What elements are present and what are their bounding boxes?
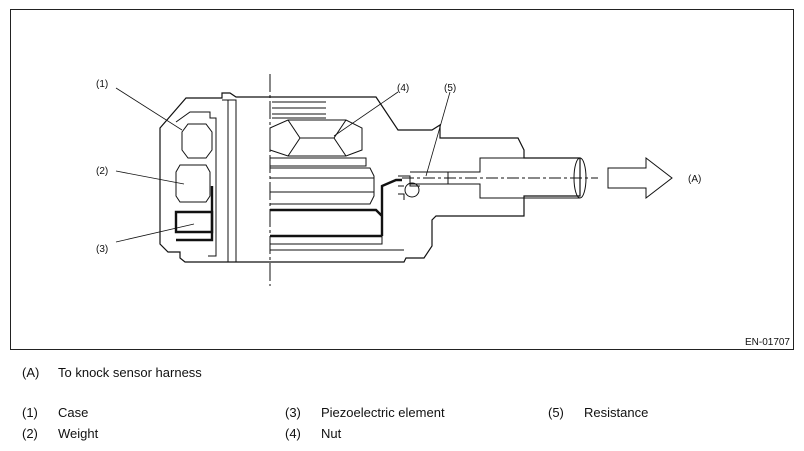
callout-1-label: (1) <box>96 79 108 90</box>
direction-arrow <box>607 156 673 200</box>
legend-letter-row: (A) To knock sensor harness <box>0 365 804 381</box>
legend-key-a: (A) <box>22 365 40 380</box>
legend-number-row-2: (2) Weight (4) Nut <box>0 426 804 442</box>
legend-key-4: (4) <box>285 426 301 441</box>
piezo-lead <box>176 186 214 242</box>
callout-2-label: (2) <box>96 166 108 177</box>
stud-threads <box>272 101 326 119</box>
resistance-element <box>398 175 420 200</box>
callout-a-label: (A) <box>688 174 701 185</box>
callout-5-label: (5) <box>444 83 456 94</box>
nut <box>269 119 363 157</box>
callout-4-label: (4) <box>397 83 409 94</box>
signal-conductor <box>270 178 402 238</box>
piezoelectric-element <box>174 210 214 234</box>
case-inner-wall <box>175 111 217 257</box>
leader-lines <box>115 87 451 243</box>
legend-key-2: (2) <box>22 426 38 441</box>
legend-text-1: Case <box>58 405 89 420</box>
diagram-frame <box>10 9 794 350</box>
center-stud <box>222 99 237 262</box>
legend-text-3: Piezoelectric element <box>321 405 445 420</box>
legend-text-4: Nut <box>321 426 342 441</box>
weight-block <box>175 164 211 203</box>
callout-3-label: (3) <box>96 244 108 255</box>
weight-top-nut <box>181 123 213 159</box>
legend-text-a: To knock sensor harness <box>58 365 202 380</box>
legend-key-3: (3) <box>285 405 301 420</box>
legend-text-5: Resistance <box>584 405 649 420</box>
legend-text-2: Weight <box>58 426 99 441</box>
legend-key-5: (5) <box>548 405 564 420</box>
figure-code: EN-01707 <box>745 337 790 348</box>
legend-number-row-1: (1) Case (3) Piezoelectric element (5) R… <box>0 405 804 421</box>
legend-key-1: (1) <box>22 405 38 420</box>
